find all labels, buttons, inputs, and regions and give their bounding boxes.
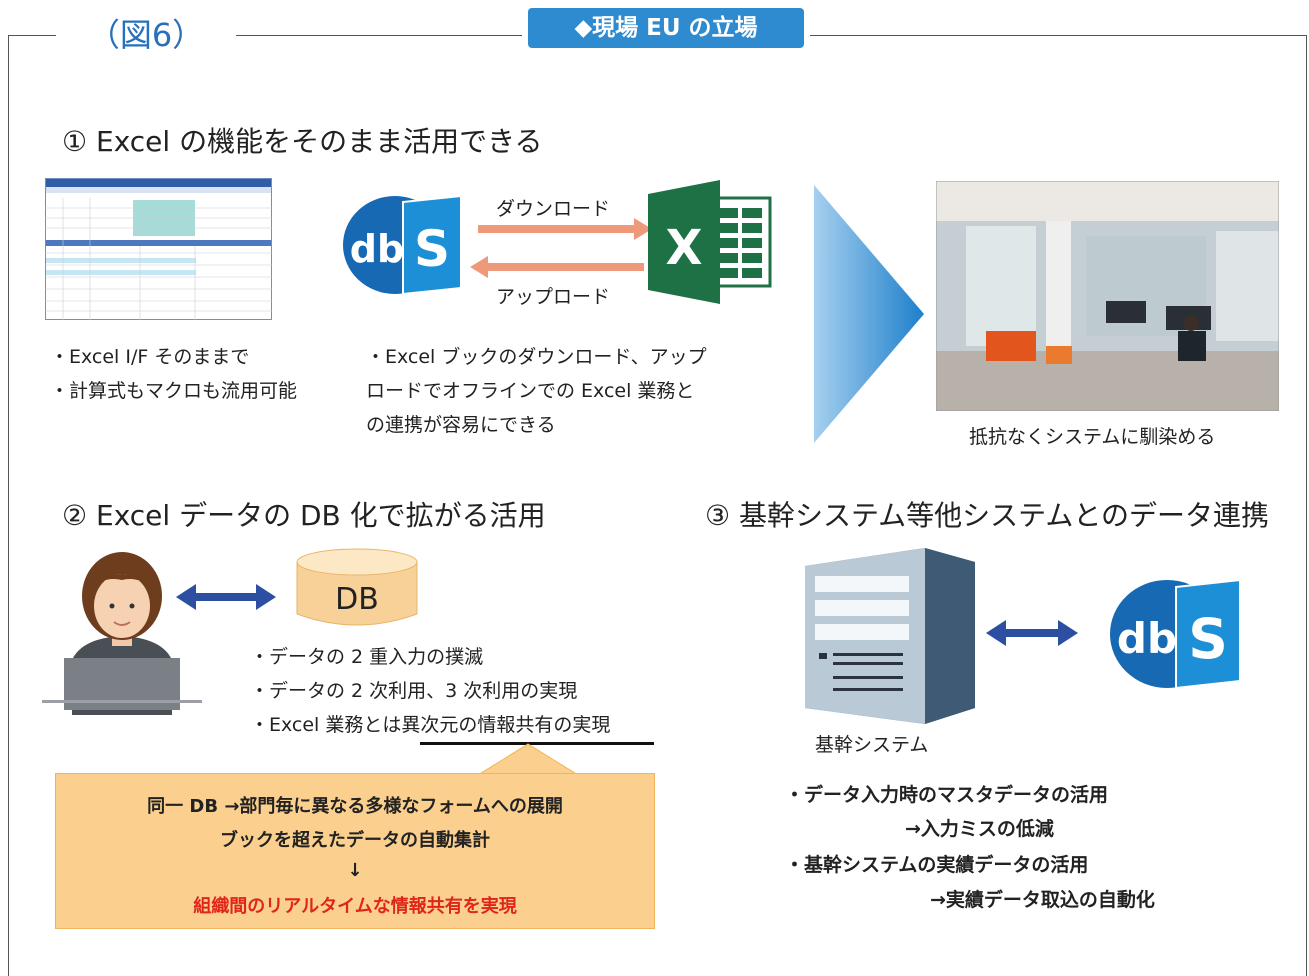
download-label: ダウンロード <box>496 198 611 220</box>
note-arrow: ↓ <box>347 860 363 881</box>
note-line-1: 同一 DB →部門毎に異なる多様なフォームへの展開 <box>147 796 563 817</box>
result-triangle <box>814 185 924 443</box>
bullet-actual-data: ・基幹システムの実績データの活用 <box>785 854 1089 876</box>
underline-bar <box>420 742 654 745</box>
user-db-arrow <box>176 584 276 610</box>
db-cylinder <box>296 548 418 626</box>
svg-text:db: db <box>1117 614 1177 663</box>
excel-logo: X <box>648 180 772 304</box>
excel-screenshot <box>45 178 272 320</box>
section2-heading: ② Excel データの DB 化で拡がる活用 <box>62 499 546 532</box>
office-photo <box>936 181 1279 411</box>
svg-text:S: S <box>1188 607 1228 671</box>
bullet-auto-import: →実績データ取込の自動化 <box>930 889 1155 911</box>
bullet-master-data: ・データ入力時のマスタデータの活用 <box>785 784 1109 806</box>
svg-text:X: X <box>665 220 702 276</box>
bullet-download-line2: ロードでオフラインでの Excel 業務と <box>366 380 695 402</box>
bullet-secondary-use: ・データの 2 次利用、3 次利用の実現 <box>250 680 578 702</box>
dbs-logo-2: db S <box>1110 580 1241 688</box>
title-banner: ◆現場 EU の立場 <box>528 8 804 48</box>
svg-text:db: db <box>350 227 404 271</box>
figure-label: （図6） <box>56 8 236 62</box>
bullet-info-sharing-underlined: 異次元の情報共有の実現 <box>401 714 611 736</box>
bullet-download-line3: の連携が容易にできる <box>366 414 556 436</box>
section1-heading: ① Excel の機能をそのまま活用できる <box>62 125 543 158</box>
user-illustration <box>42 552 202 715</box>
svg-text:S: S <box>414 220 450 278</box>
sync-arrows <box>470 218 652 278</box>
callout-pointer <box>478 743 578 775</box>
server-dbs-arrow <box>986 620 1078 646</box>
bullet-info-sharing: ・Excel 業務とは異次元の情報共有の実現 <box>250 708 610 742</box>
bullet-download-line1: ・Excel ブックのダウンロード、アップ <box>366 346 707 368</box>
db-label: DB <box>335 582 379 617</box>
server-label: 基幹システム <box>815 734 929 756</box>
dbs-logo: db S <box>343 196 462 294</box>
photo-caption: 抵抗なくシステムに馴染める <box>969 426 1216 448</box>
upload-label: アップロード <box>496 286 611 308</box>
bullet-double-input: ・データの 2 重入力の撲滅 <box>250 646 484 668</box>
server-illustration <box>805 548 975 724</box>
bullet-excel-if: ・Excel I/F そのままで <box>50 346 250 368</box>
note-line-2: ブックを超えたデータの自動集計 <box>220 830 490 851</box>
bullet-formula: ・計算式もマクロも流用可能 <box>50 380 298 402</box>
bullet-input-error: →入力ミスの低減 <box>905 818 1054 840</box>
section3-heading: ③ 基幹システム等他システムとのデータ連携 <box>705 499 1270 532</box>
callout-note: 同一 DB →部門毎に異なる多様なフォームへの展開 ブックを超えたデータの自動集… <box>55 773 655 929</box>
bullet-info-sharing-prefix: ・Excel 業務とは <box>250 714 402 736</box>
note-highlight: 組織間のリアルタイムな情報共有を実現 <box>193 896 517 917</box>
